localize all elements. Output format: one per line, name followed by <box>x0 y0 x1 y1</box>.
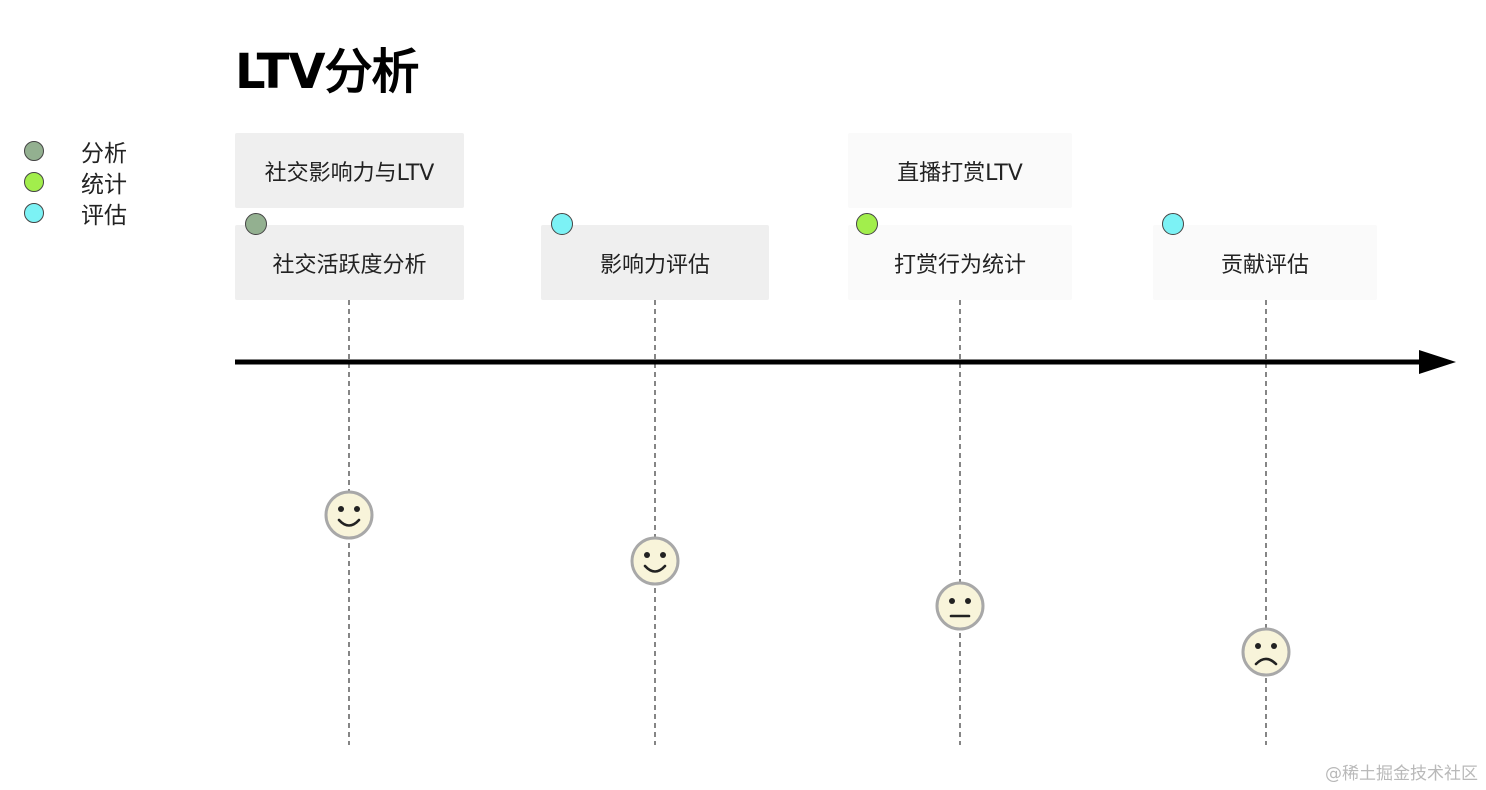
legend-item-evaluation: 评估 <box>24 197 127 229</box>
stage-card-tipping-behavior: 打赏行为统计 <box>848 225 1072 300</box>
legend-dot-icon <box>24 202 44 223</box>
category-marker-icon <box>1162 213 1184 235</box>
legend-dot-icon <box>24 171 44 192</box>
category-marker-icon <box>245 213 267 235</box>
legend-dot-icon <box>24 140 44 161</box>
stage-card-social-activity: 社交活跃度分析 <box>235 225 464 300</box>
legend-label: 评估 <box>81 202 127 229</box>
legend: 分析 统计 评估 <box>24 135 127 229</box>
sad-face-icon <box>1241 627 1291 677</box>
legend-item-statistics: 统计 <box>24 166 127 198</box>
page-title: LTV分析 <box>235 44 420 100</box>
stage-card-contribution: 贡献评估 <box>1153 225 1377 300</box>
legend-label: 统计 <box>81 171 127 198</box>
category-marker-icon <box>551 213 573 235</box>
axis-arrowhead <box>1419 350 1456 374</box>
stage-drop-lines <box>348 300 1267 745</box>
happy-face-icon <box>630 536 680 586</box>
neutral-face-icon <box>935 581 985 631</box>
category-marker-icon <box>856 213 878 235</box>
legend-label: 分析 <box>81 140 127 167</box>
group-card-social: 社交影响力与LTV <box>235 133 464 208</box>
legend-item-analysis: 分析 <box>24 135 127 167</box>
stage-card-influence: 影响力评估 <box>541 225 769 300</box>
happy-face-icon <box>324 490 374 540</box>
timeline-axis <box>235 350 1456 374</box>
group-card-live-tipping: 直播打赏LTV <box>848 133 1072 208</box>
watermark: @稀土掘金技术社区 <box>1325 764 1478 784</box>
